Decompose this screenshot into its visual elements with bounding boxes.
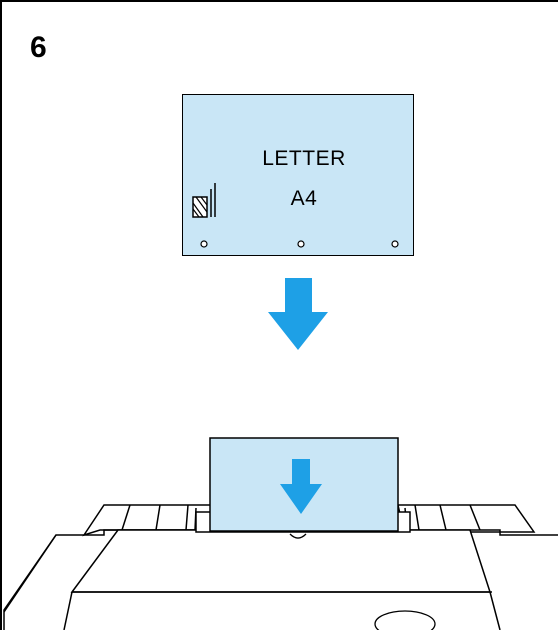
insert-arrow-icon	[280, 459, 322, 514]
paper-size-label-letter: LETTER	[262, 147, 346, 170]
printer-body	[3, 529, 558, 630]
card-hole-left	[200, 240, 208, 248]
card-holes	[200, 240, 399, 248]
step-number: 6	[30, 31, 47, 64]
card-hole-right	[391, 240, 399, 248]
card-hole-center	[297, 240, 305, 248]
printer-button	[374, 610, 436, 630]
printer-notch	[289, 533, 307, 539]
paper-support-right	[397, 504, 536, 533]
paper-size-label-a4: A4	[290, 187, 318, 210]
paper-stack-icon	[192, 183, 216, 218]
paper-size-label-card: LETTER A4	[182, 94, 414, 256]
flow-arrow-icon	[268, 278, 328, 350]
inserted-sheet	[209, 437, 399, 532]
